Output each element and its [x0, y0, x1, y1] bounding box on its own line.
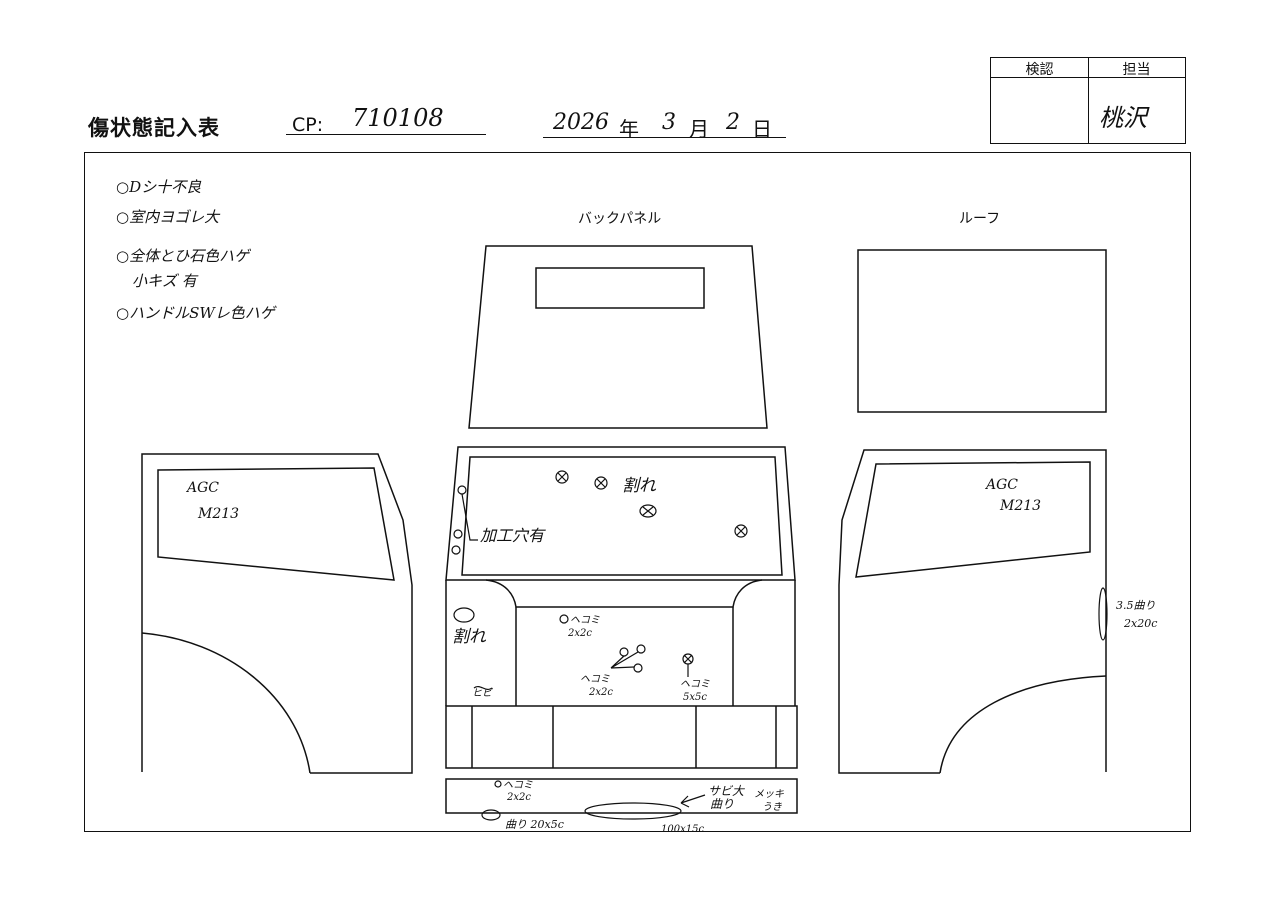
rear-body-note-2b: 2x2c [588, 687, 613, 698]
rear-body-note-1a: ヘコミ [570, 615, 600, 626]
bumper-note-1b: 2x2c [506, 792, 531, 803]
bumper-note-3b: 曲り [710, 797, 734, 811]
date-day: 2 [726, 110, 740, 135]
stamp-divider [1088, 58, 1089, 143]
bumper-note-3a: サビ大 [708, 784, 745, 798]
note-4: 小キズ 有 [132, 272, 197, 290]
rear-body-note-3b: 5x5c [683, 692, 707, 703]
left-glass-label-2: M213 [197, 506, 239, 522]
back-panel-label: バックパネル [578, 211, 662, 227]
date-year-unit: 年 [619, 117, 639, 141]
bumper-note-1a: ヘコミ [503, 780, 533, 791]
damage-diagram-frame [84, 152, 1191, 832]
right-glass-label-2: M213 [999, 498, 1041, 514]
rear-glass-crack-note: 割れ [622, 476, 657, 496]
date-month-unit: 月 [689, 117, 709, 141]
charge-signature: 桃沢 [1099, 104, 1147, 132]
date-underline [543, 137, 786, 138]
right-door-outline [838, 449, 1107, 774]
roof-outline [857, 249, 1107, 413]
rear-body-note-3a: ヘコミ [680, 679, 710, 690]
date-month: 3 [662, 110, 676, 135]
note-2: ○室内ヨゴレ大 [116, 208, 220, 226]
rear-body-outline [445, 446, 798, 814]
form-title: 傷状態記入表 [88, 116, 220, 140]
bumper-note-4a: メッキ [754, 789, 784, 800]
bumper-note-5: 100x15c [661, 824, 704, 835]
left-glass-label-1: AGC [185, 480, 219, 496]
left-crack-note: 割れ [452, 627, 487, 647]
note-3: ○全体とひ石色ハゲ [116, 247, 250, 265]
right-side-note-a: 3.5曲り [1116, 599, 1156, 612]
rear-bumper-outline [445, 778, 798, 814]
date-year: 2026 [553, 110, 609, 135]
note-5: ○ハンドルSWレ色ハゲ [116, 304, 275, 322]
cp-value: 710108 [352, 104, 444, 132]
rear-glass-hole-note: 加工穴有 [480, 526, 546, 545]
left-door-outline [141, 453, 413, 774]
left-small-note: ヒビ [472, 687, 493, 699]
bumper-note-2: 曲り 20x5c [505, 818, 564, 831]
cp-underline [286, 134, 486, 135]
check-label: 検認 [1025, 62, 1054, 78]
right-side-note-b: 2x20c [1123, 617, 1157, 630]
back-panel-outline [468, 245, 768, 429]
rear-body-note-1b: 2x2c [567, 628, 592, 639]
rear-body-note-2a: ヘコミ [580, 674, 610, 685]
back-panel-window [535, 267, 705, 309]
right-glass-label-1: AGC [984, 477, 1018, 493]
charge-label: 担当 [1122, 62, 1151, 78]
note-1: ○Dシ十不良 [116, 178, 202, 196]
date-day-unit: 日 [752, 117, 772, 141]
approval-stamp-box: 検認 担当 桃沢 [990, 57, 1186, 144]
cp-label: CP: [292, 114, 324, 136]
roof-label: ルーフ [959, 211, 1001, 227]
damage-marks [451, 470, 1108, 821]
bumper-note-4b: うき [762, 802, 782, 813]
